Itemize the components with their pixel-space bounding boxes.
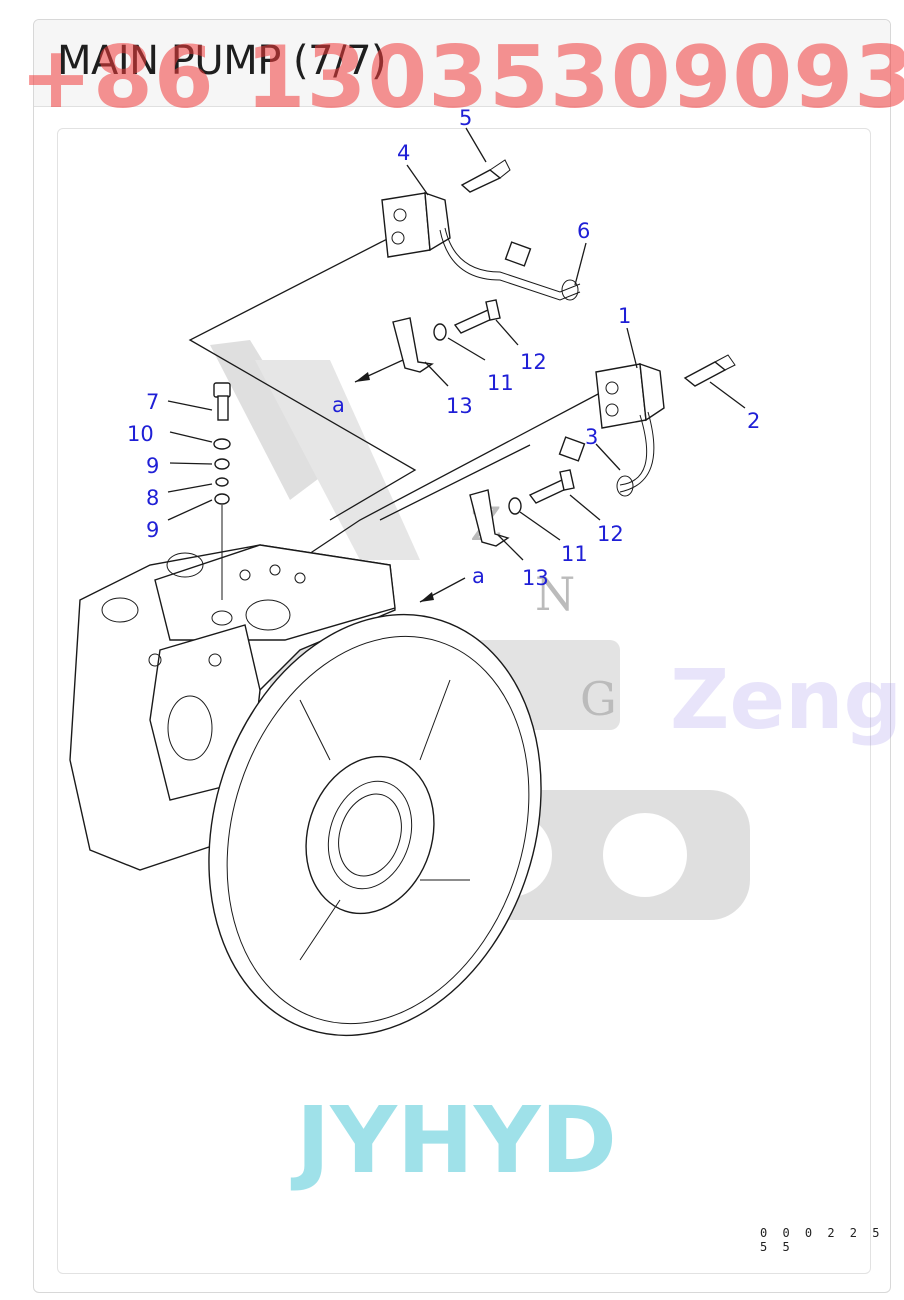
callout-label: 12 — [597, 522, 624, 546]
callout-label: 11 — [561, 542, 588, 566]
callout-label: 10 — [127, 422, 154, 446]
callout-label: a — [472, 564, 485, 588]
callout-label: 1 — [618, 304, 631, 328]
logo-letter: G — [580, 672, 617, 726]
sensor-assembly-upper — [381, 159, 581, 301]
reference-lines — [188, 234, 601, 561]
leader-lines — [167, 127, 746, 561]
callout-label: a — [332, 393, 345, 417]
pump-body — [69, 544, 396, 871]
callout-label: 6 — [577, 219, 590, 243]
flywheel-housing — [208, 613, 542, 1037]
callout-label: 12 — [520, 350, 547, 374]
logo-letter: N — [535, 567, 575, 621]
fasteners — [213, 299, 575, 600]
watermark-brand: JYHYD — [296, 1087, 617, 1194]
page-title: MAIN PUMP (7/7) — [57, 38, 387, 84]
callout-label: 9 — [146, 454, 159, 478]
callout-label: 7 — [146, 390, 159, 414]
callout-label: 4 — [397, 141, 410, 165]
callout-label: 8 — [146, 486, 159, 510]
watermark-phone: +86 13035309093 — [20, 28, 904, 128]
callout-label: 3 — [585, 425, 598, 449]
direction-arrows — [354, 359, 466, 603]
callout-label: 13 — [522, 566, 549, 590]
sensor-assembly-lower — [558, 354, 736, 497]
card-header: MAIN PUMP (7/7) — [34, 20, 890, 107]
drawing-code: 0 0 0 2 2 5 5 5 — [760, 1226, 884, 1254]
watermark-zeng: Zeng — [670, 653, 903, 748]
callout-label: 2 — [747, 409, 760, 433]
callout-label: 9 — [146, 518, 159, 542]
callout-label: 11 — [487, 371, 514, 395]
callouts: 5 4 6 1 12 11 13 2 7 10 9 8 9 3 a 12 11 … — [127, 106, 760, 590]
callout-label: 13 — [446, 394, 473, 418]
callout-label: 5 — [459, 106, 472, 130]
